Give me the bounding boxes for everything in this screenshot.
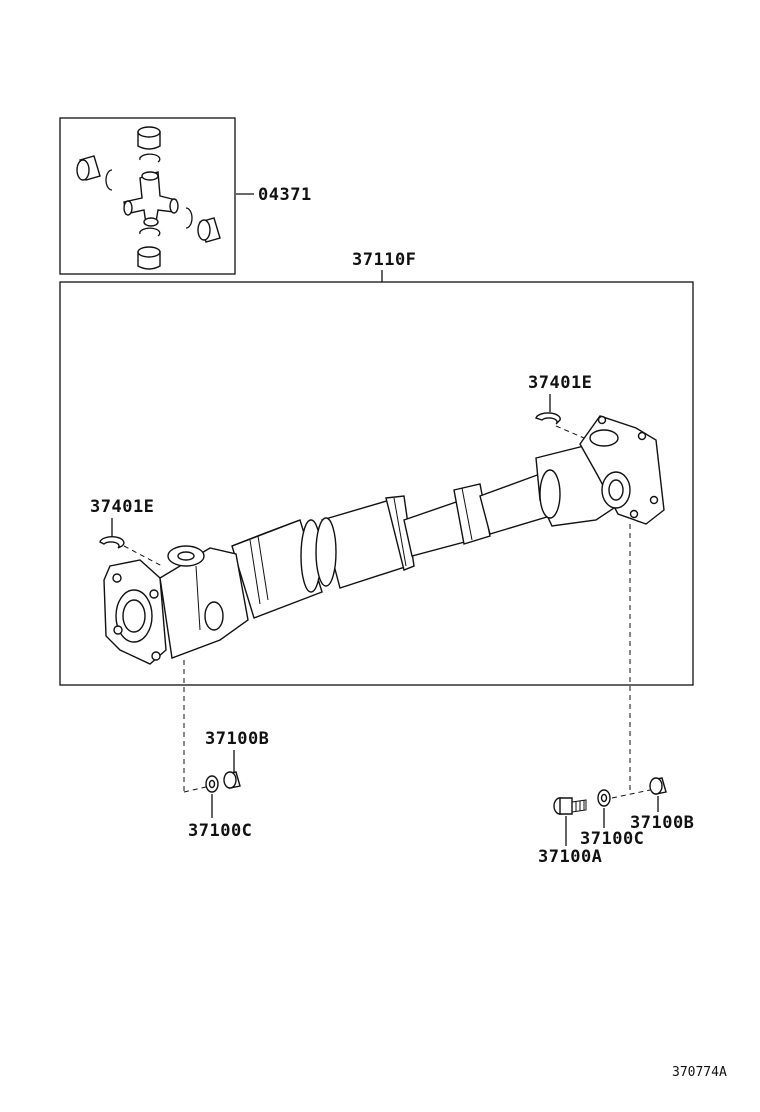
- nut-right-part-number: 37100B: [630, 813, 694, 833]
- universal-joint-kit-box: [59, 117, 236, 275]
- snap-ring-left-part-number: 37401E: [90, 497, 154, 517]
- bearing-cap-top-icon: [137, 126, 161, 150]
- snap-ring-right-dash: [555, 425, 585, 439]
- front-flange-yoke: [103, 545, 249, 665]
- propeller-shaft-assembly-group: 37110F 37401E: [59, 250, 694, 792]
- bearing-cap-right-icon: [197, 217, 221, 243]
- bearing-cap-left-icon: [76, 155, 101, 181]
- rear-flange-yoke: [535, 415, 665, 527]
- center-shaft-tube: [315, 495, 415, 589]
- bearing-cap-bottom-icon: [137, 246, 161, 270]
- assembly-box: [59, 281, 694, 686]
- universal-joint-kit-group: 04371: [59, 117, 312, 275]
- rear-hardware-group: 37100A 37100C 37100B: [538, 777, 694, 867]
- nut-left-icon: [223, 771, 241, 789]
- spider-cross-icon: [123, 171, 179, 227]
- snap-ring-left-icon: [99, 536, 125, 549]
- kit-snap-ring-right-icon: [185, 207, 193, 229]
- rear-shaft-tube: [403, 473, 551, 557]
- rear-hardware-dash: [611, 789, 651, 799]
- diagram-code: 370774A: [672, 1065, 727, 1080]
- front-shaft-tube: [231, 519, 323, 619]
- kit-snap-ring-left-icon: [105, 169, 113, 191]
- front-hardware-group: 37100B 37100C: [183, 729, 269, 841]
- bolt-right-part-number: 37100A: [538, 847, 602, 867]
- kit-snap-ring-bottom-icon: [139, 227, 161, 237]
- washer-right-part-number: 37100C: [580, 829, 644, 849]
- nut-right-icon: [649, 777, 667, 795]
- kit-snap-ring-top-icon: [139, 153, 161, 163]
- snap-ring-right-part-number: 37401E: [528, 373, 592, 393]
- washer-right-icon: [597, 789, 611, 807]
- washer-left-icon: [205, 775, 219, 793]
- kit-part-number: 04371: [258, 185, 312, 205]
- bolt-right-icon: [553, 797, 587, 815]
- nut-left-part-number: 37100B: [205, 729, 269, 749]
- front-hardware-dash: [183, 785, 211, 793]
- snap-ring-right-icon: [535, 412, 561, 425]
- snap-ring-left-dash: [123, 545, 163, 567]
- washer-left-part-number: 37100C: [188, 821, 252, 841]
- assembly-part-number: 37110F: [352, 250, 416, 270]
